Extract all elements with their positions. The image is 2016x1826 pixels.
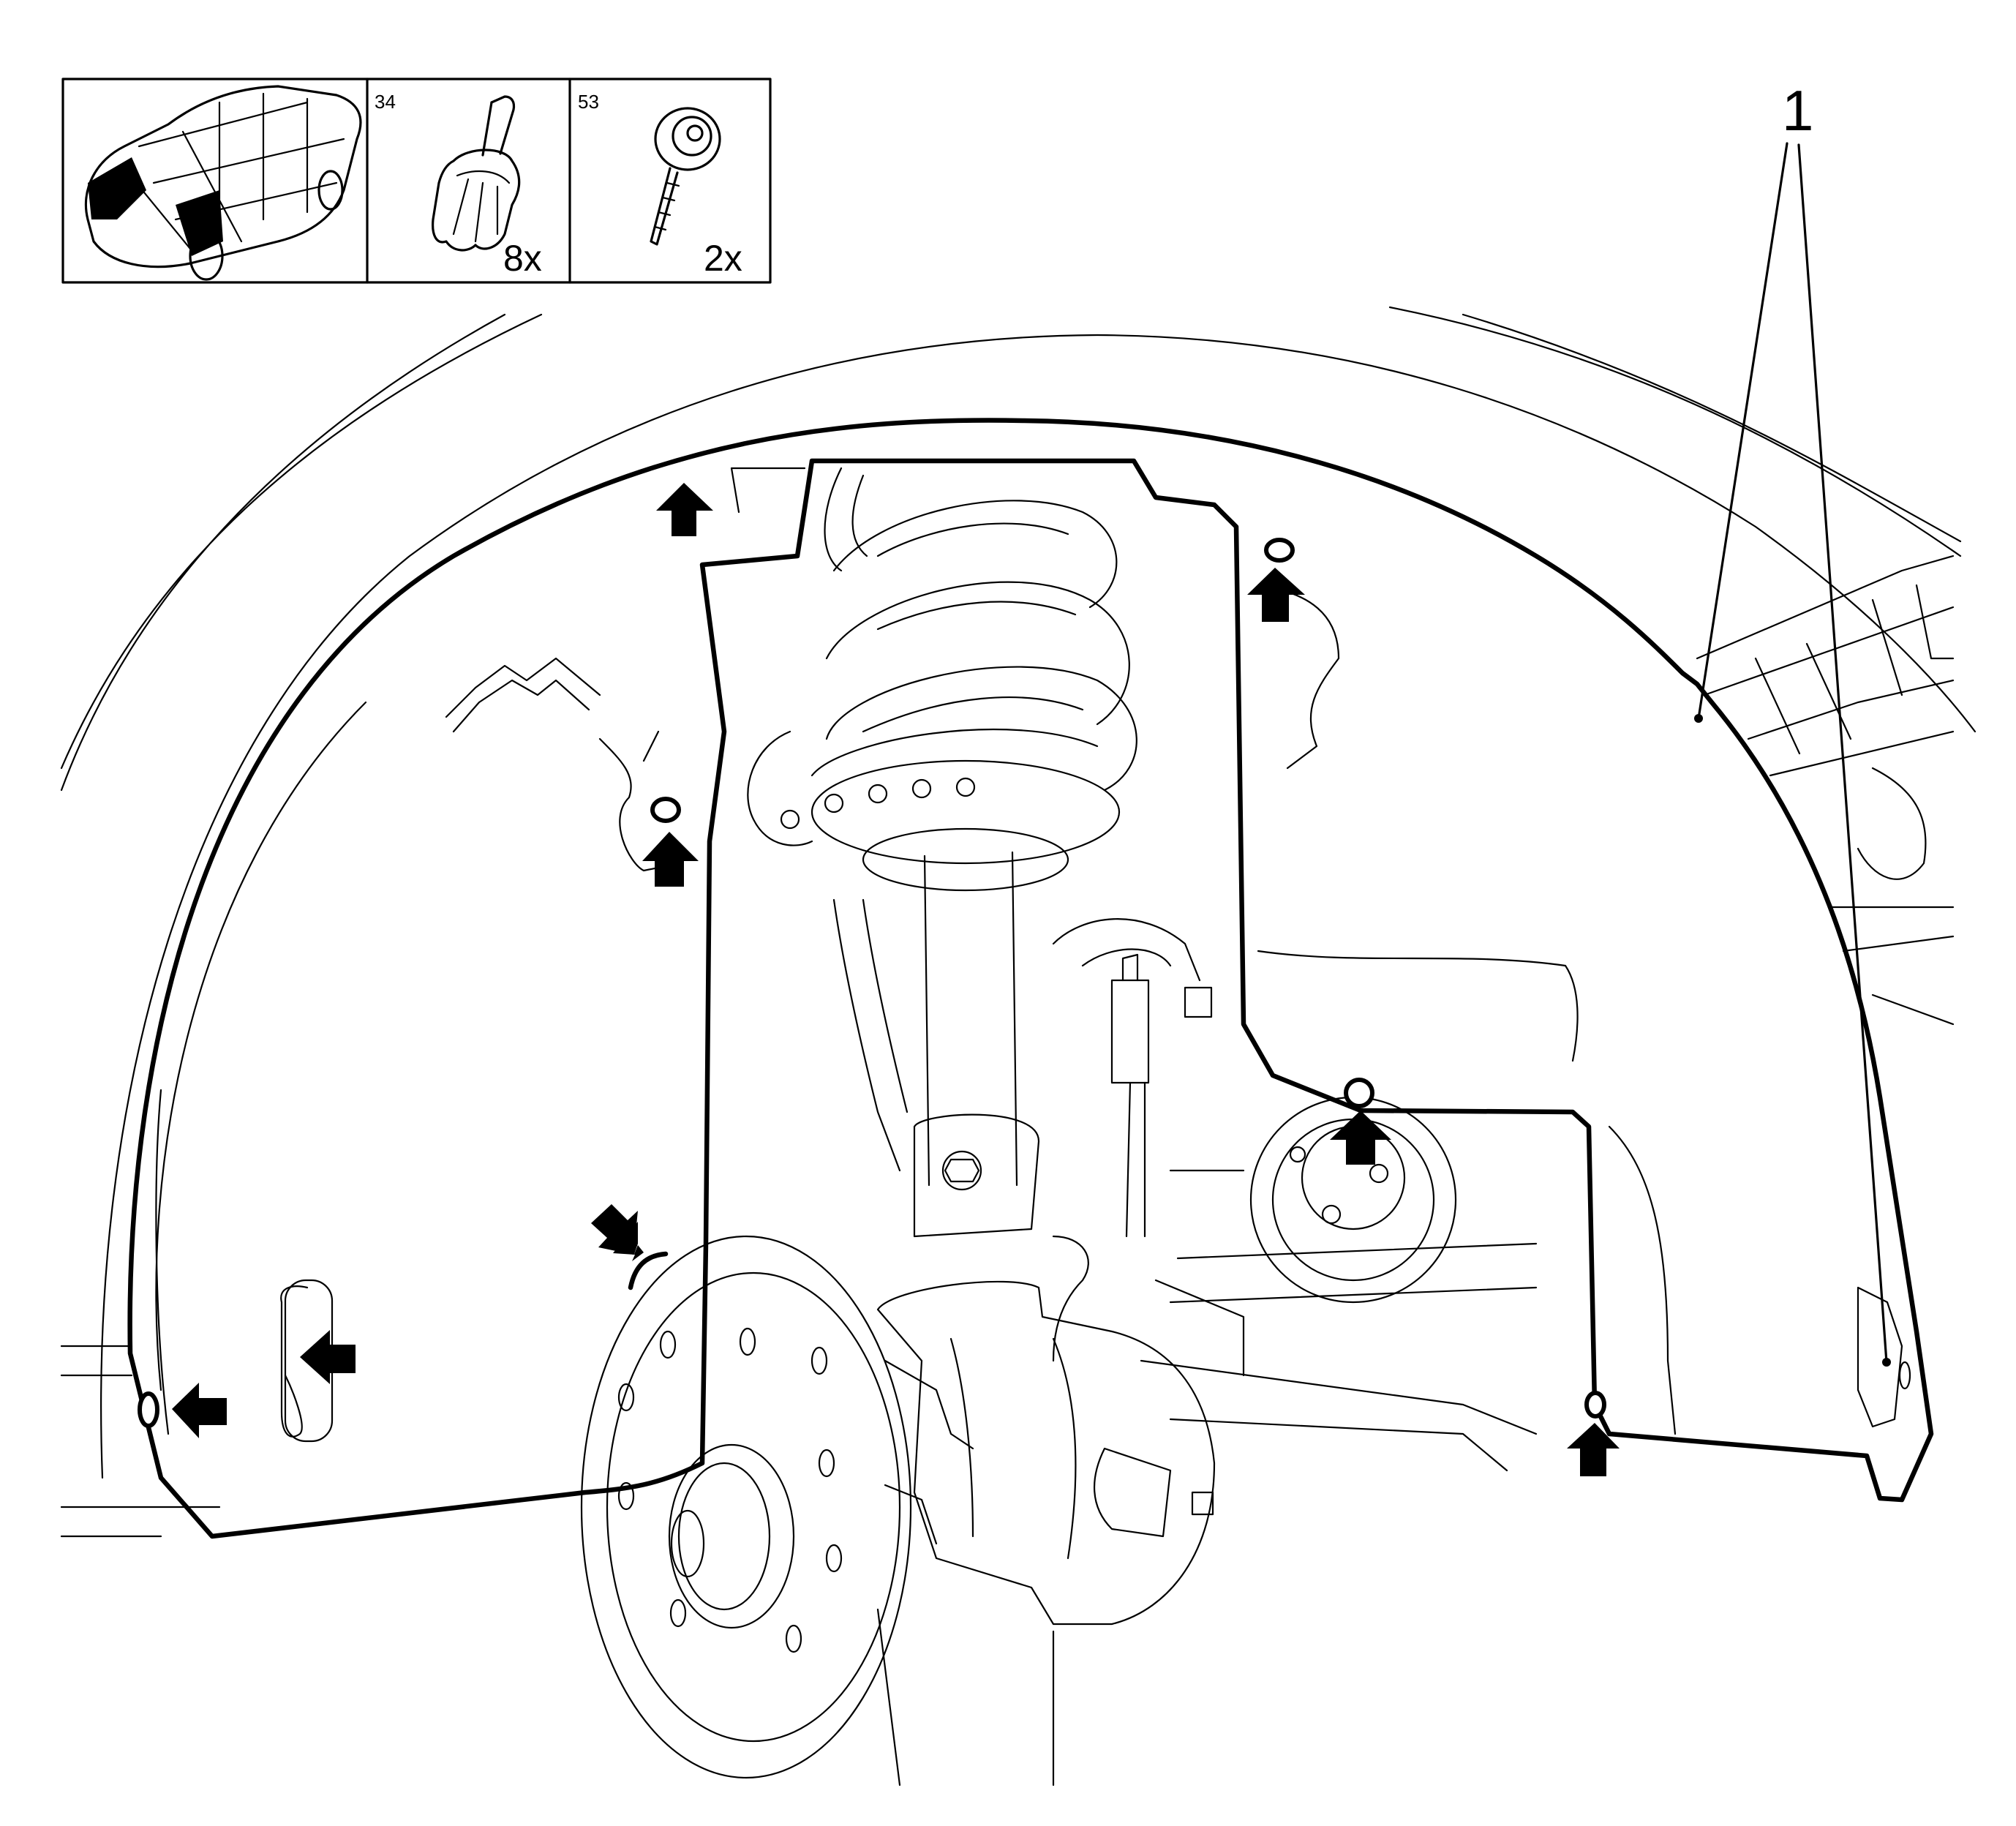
brake-caliper [876, 1280, 1216, 1786]
brake-disc [580, 1235, 912, 1779]
hub-flange [1140, 1096, 1538, 1472]
legend-number-53: 53 [578, 91, 599, 113]
fastener-hole [1264, 538, 1295, 563]
vehicle-location-icon [84, 85, 362, 281]
arrow-up-icon [642, 832, 699, 887]
fastener-hole [650, 797, 681, 823]
arrow-up-icon [1330, 1111, 1391, 1165]
arrow-left-icon [300, 1330, 356, 1384]
legend-number-34: 34 [375, 91, 396, 113]
arrow-up-icon [656, 483, 713, 536]
arrow-left-icon [172, 1383, 227, 1438]
legend-quantity-34: 8x [503, 238, 542, 279]
fastener-holes [138, 538, 1606, 1443]
body-wheel-arch-arcs [60, 306, 1976, 1538]
fastener-hole [1584, 1391, 1606, 1419]
strut-assembly [747, 467, 1213, 1362]
legend-quantity-53: 2x [704, 238, 742, 279]
callout-1: 1 [1694, 78, 1891, 1367]
fastener-arrows [172, 483, 1620, 1476]
wheel-arch-liner [127, 418, 1934, 1539]
svg-text:1: 1 [1782, 78, 1813, 143]
arrow-up-icon [1567, 1423, 1620, 1476]
fastener-hole [1344, 1078, 1374, 1108]
arrow-down-right-icon [591, 1204, 638, 1255]
washer-screw-icon [650, 107, 721, 246]
engine-bay-detail [1696, 555, 1955, 1026]
arrow-up-icon [1247, 568, 1305, 622]
fastener-hole [138, 1391, 159, 1428]
legend-box: 34 8x 53 2x [61, 78, 772, 284]
push-clip-icon [432, 95, 521, 252]
